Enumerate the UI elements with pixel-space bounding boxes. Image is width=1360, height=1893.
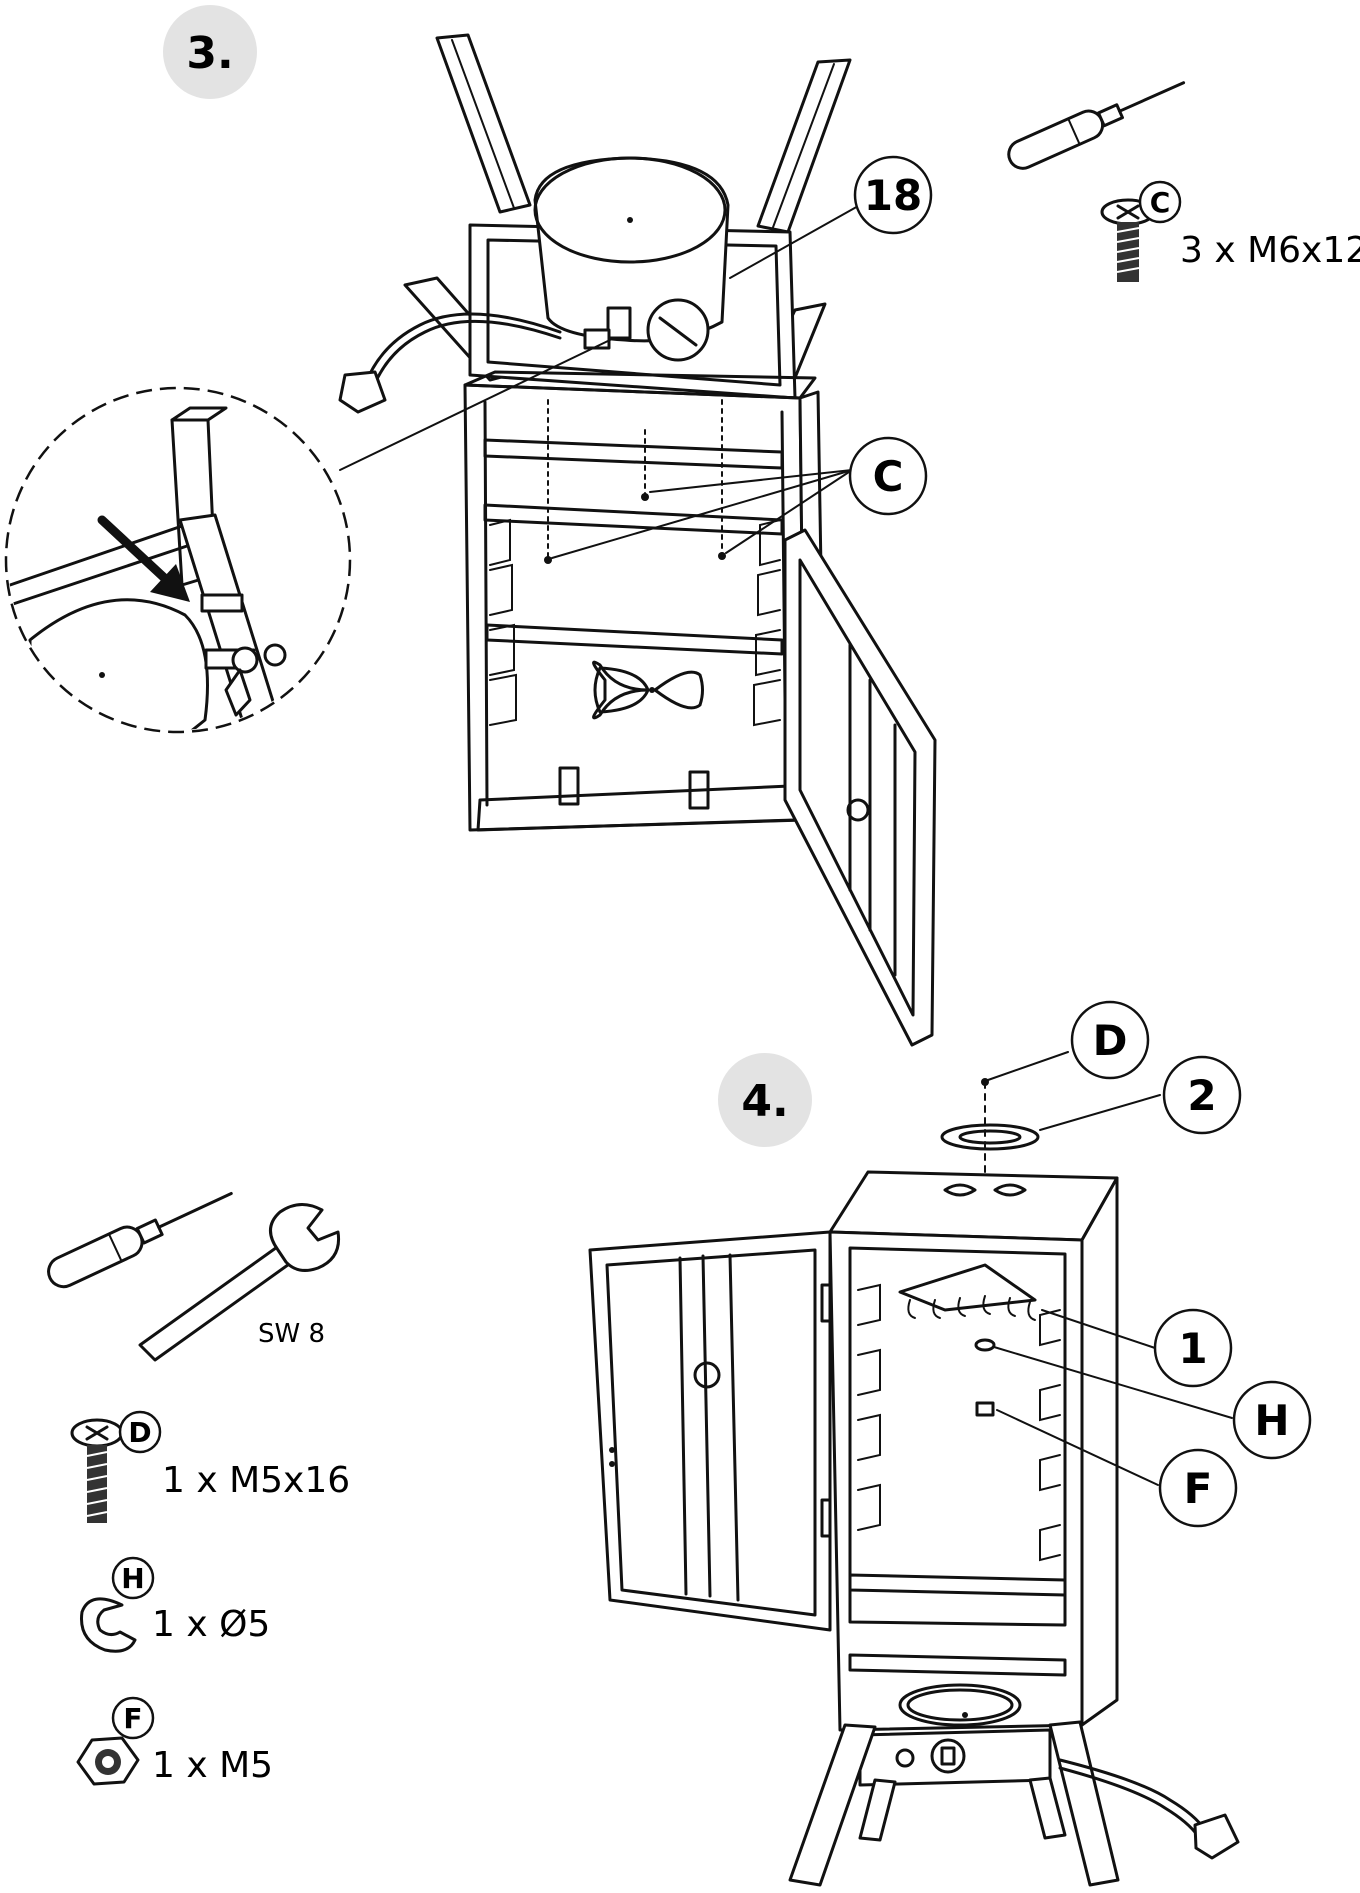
- step3-leg-right-back: [756, 58, 852, 234]
- washer-h-letter: H: [121, 1562, 144, 1595]
- callout-1-label: 1: [1178, 1324, 1207, 1373]
- step4-control-panel: [858, 1728, 1052, 1787]
- spring-washer-icon: [79, 1597, 137, 1653]
- washer-h-quantity: 1 x Ø5: [152, 1604, 270, 1645]
- callout-c-label: C: [873, 452, 904, 501]
- callout-2-label: 2: [1187, 1071, 1216, 1120]
- step3-detail-magnifier: [4, 339, 611, 734]
- nut-f-letter: F: [123, 1702, 142, 1735]
- step4-door: [588, 1230, 832, 1632]
- callout-2: 2: [1039, 1055, 1242, 1135]
- step4-vent-ring: [940, 1123, 1040, 1151]
- step4-cabinet-top: [828, 1170, 1119, 1242]
- screwdriver-icon: [47, 1191, 233, 1289]
- hardware-washer-h: H 1 x Ø5: [79, 1556, 270, 1653]
- step4-hanging-rack: [898, 1263, 1037, 1321]
- callout-d: D: [987, 1000, 1150, 1081]
- step3-label: 3.: [186, 28, 233, 79]
- hardware-screw-d: D 1 x M5x16: [70, 1410, 350, 1523]
- callout-18-label: 18: [864, 171, 922, 220]
- callout-d-label: D: [1093, 1016, 1128, 1065]
- arrow-icon: [97, 515, 190, 602]
- screw-d-quantity: 1 x M5x16: [162, 1460, 350, 1501]
- screw-d-letter: D: [128, 1416, 151, 1449]
- screw-icon: [70, 1418, 124, 1523]
- callout-f-label: F: [1184, 1464, 1213, 1513]
- step3-door: [783, 528, 937, 1047]
- step3-leg-left-back: [435, 33, 532, 214]
- callout-f: F: [996, 1409, 1238, 1528]
- step4-gas-hose: [1058, 1758, 1240, 1860]
- step3-badge: 3.: [163, 5, 257, 99]
- hex-nut-icon: [76, 1736, 140, 1786]
- nut-f-quantity: 1 x M5: [152, 1745, 273, 1786]
- callout-h-label: H: [1254, 1396, 1289, 1445]
- hardware-nut-f: F 1 x M5: [76, 1696, 273, 1786]
- callout-c: C: [551, 436, 928, 559]
- step4-legs: [788, 1720, 1120, 1887]
- callout-1: 1: [1041, 1308, 1233, 1388]
- screwdriver-icon: [1007, 81, 1186, 170]
- screw-c-quantity: 3 x M6x12: [1180, 230, 1360, 271]
- wrench-icon: [138, 1203, 341, 1362]
- wrench-size-label: SW 8: [258, 1319, 325, 1349]
- step4-label: 4.: [741, 1076, 788, 1127]
- callout-18: 18: [729, 155, 933, 279]
- step4-badge: 4.: [718, 1053, 812, 1147]
- hardware-screw-c: C 3 x M6x12: [1100, 180, 1360, 282]
- step3-burner-valve: [583, 298, 710, 362]
- step4-smoker-body: [588, 1078, 1240, 1887]
- step3-gas-hose: [338, 312, 562, 414]
- callout-h: H: [993, 1346, 1312, 1460]
- step3-smoker-body: [338, 33, 937, 1047]
- screw-c-letter: C: [1150, 186, 1171, 219]
